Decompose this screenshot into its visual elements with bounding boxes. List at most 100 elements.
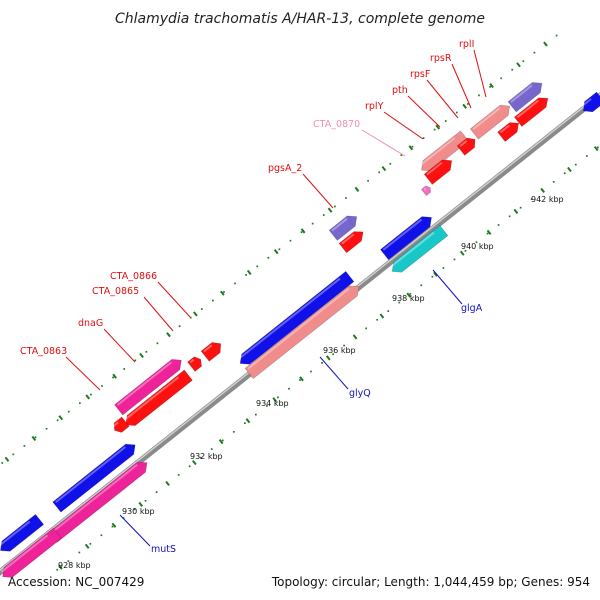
gene-feature xyxy=(456,137,476,156)
gene-feature-shine xyxy=(426,161,443,176)
inner-dot xyxy=(56,568,59,571)
scale-tick xyxy=(58,564,63,570)
gene-feature-shape xyxy=(113,416,130,433)
gene-feature-shine xyxy=(51,463,138,534)
inner-dot xyxy=(431,275,434,278)
scale-tick xyxy=(166,332,171,338)
scale-tick xyxy=(354,186,360,192)
gene-feature xyxy=(187,356,202,372)
label-leader xyxy=(143,296,174,332)
scale-tick xyxy=(4,456,10,462)
scale-tick xyxy=(379,313,385,319)
scale-tick xyxy=(245,418,251,424)
inner-dot xyxy=(497,224,500,226)
scale-tick xyxy=(84,543,90,549)
inner-dot xyxy=(332,353,334,356)
outer-dot xyxy=(478,94,480,97)
scale-tick xyxy=(85,394,91,400)
gene-feature-shape xyxy=(513,97,549,127)
outer-dot xyxy=(422,137,425,139)
gene-feature-shape xyxy=(420,185,432,197)
inner-dot xyxy=(365,327,368,330)
outer-dot xyxy=(178,325,181,328)
outer-dot xyxy=(333,205,336,208)
dotted-scale-rings xyxy=(1,34,599,571)
gene-feature xyxy=(112,416,130,433)
gene-feature-shine xyxy=(54,446,126,504)
gene-label: pgsA_2 xyxy=(268,163,302,174)
gene-feature-shine xyxy=(0,534,49,573)
gene-feature-shape xyxy=(0,513,45,552)
gene-feature xyxy=(200,342,222,362)
outer-dot xyxy=(444,120,447,122)
inner-dot xyxy=(398,301,401,304)
gene-label: rplY xyxy=(365,101,384,112)
label-leader xyxy=(157,281,191,318)
inner-dot xyxy=(310,370,312,373)
gene-label: CTA_0866 xyxy=(110,271,157,282)
label-leader xyxy=(319,356,349,390)
outer-dot xyxy=(411,145,414,148)
inner-dot xyxy=(508,215,511,218)
gene-feature-shape xyxy=(328,215,358,241)
inner-dot xyxy=(188,465,191,468)
scale-tick xyxy=(327,207,333,213)
outer-dot xyxy=(533,51,536,54)
outer-dot xyxy=(134,359,137,362)
inner-dot xyxy=(442,267,445,269)
inner-dot xyxy=(585,155,588,157)
genome-summary-text: Topology: circular; Length: 1,044,459 bp… xyxy=(271,575,590,589)
scale-tick xyxy=(489,82,494,89)
gene-label: rpsF xyxy=(410,69,430,80)
scale-tick xyxy=(540,187,545,194)
gene-label: CTA_0865 xyxy=(92,286,139,297)
gene-feature-shape xyxy=(456,137,476,156)
gene-feature-shine xyxy=(247,287,350,370)
gene-feature-shape xyxy=(497,122,519,142)
outer-dot xyxy=(522,60,525,63)
outer-dot xyxy=(256,265,259,268)
scale-tick xyxy=(112,373,117,379)
accession-text: Accession: NC_007429 xyxy=(8,575,144,589)
scale-tick xyxy=(567,166,572,173)
outer-dot xyxy=(455,111,458,114)
label-leader xyxy=(361,129,406,157)
label-leader xyxy=(65,356,101,391)
gene-feature-shape xyxy=(239,270,355,365)
gene-feature xyxy=(328,215,358,241)
outer-dot xyxy=(212,299,214,302)
scale-tick xyxy=(435,124,441,130)
gene-feature-shine xyxy=(510,84,533,103)
scale-tick xyxy=(486,229,492,235)
outer-dot xyxy=(12,453,15,456)
gene-feature-shape xyxy=(187,356,202,372)
gene-feature xyxy=(123,369,193,426)
label-leader xyxy=(426,79,459,119)
label-leader xyxy=(383,111,424,140)
scale-tick xyxy=(165,480,170,487)
inner-dot xyxy=(376,318,379,321)
inner-dot xyxy=(144,499,147,502)
gene-label: CTA_0870 xyxy=(313,119,360,130)
inner-dot xyxy=(255,413,257,416)
inner-dot xyxy=(210,448,213,450)
gene-label: CTA_0863 xyxy=(20,346,67,357)
outer-dot xyxy=(156,342,159,345)
gene-feature-shine xyxy=(123,376,180,421)
outer-dot xyxy=(223,291,225,293)
gene-feature-shine xyxy=(341,233,355,245)
gene-feature xyxy=(581,91,600,113)
scale-tick xyxy=(513,208,519,214)
inner-dot xyxy=(475,241,478,244)
tick-label: 934 kbp xyxy=(256,399,289,408)
outer-dot xyxy=(300,231,303,234)
gene-feature-shine xyxy=(116,361,173,406)
inner-dot xyxy=(277,396,279,399)
label-leader xyxy=(473,49,487,98)
gene-feature-shine xyxy=(331,217,348,232)
gene-feature-shape xyxy=(380,216,432,261)
gene-label: glgA xyxy=(461,303,483,314)
gene-feature-shine xyxy=(203,344,213,353)
gene-feature-shape xyxy=(583,91,600,113)
tick-label: 930 kbp xyxy=(122,507,155,516)
